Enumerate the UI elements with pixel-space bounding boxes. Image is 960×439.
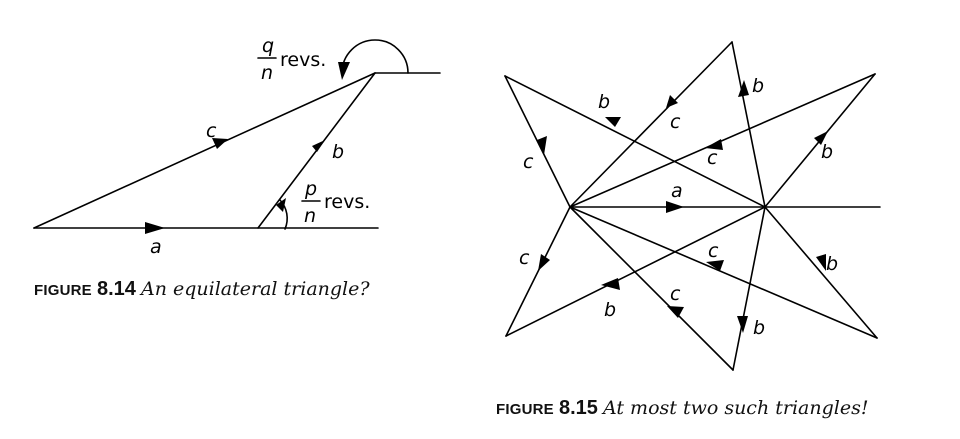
- side-a-arrow: [145, 222, 165, 234]
- star-label-b-5: b: [604, 299, 616, 321]
- star-label-a: a: [671, 180, 683, 202]
- figure-8-14-triangle: a c b q n revs. p n revs.: [33, 35, 441, 258]
- caption-number: 8.15: [558, 397, 598, 419]
- spoke-right-5: [732, 206, 766, 371]
- spoke-right-1: [504, 75, 766, 208]
- side-b-arrow: [312, 140, 325, 152]
- star-label-c-1: c: [670, 111, 681, 133]
- star-label-c-5: c: [708, 240, 719, 262]
- q-numerator: q: [262, 35, 274, 57]
- p-numerator: p: [304, 178, 317, 200]
- caption-number: 8.14: [96, 278, 136, 300]
- spoke-left-4: [505, 206, 571, 337]
- star-label-c-3: c: [523, 151, 534, 173]
- p-angle-arrowhead: [276, 198, 286, 212]
- spoke-right-2: [731, 41, 766, 208]
- label-a: a: [150, 236, 162, 258]
- star-label-b-1: b: [598, 91, 610, 113]
- arrow-b-lower-left: [601, 278, 620, 290]
- figure-8-15-star: b c b c c b a c c b b c b: [504, 41, 881, 371]
- arrow-b-upper-left: [605, 117, 621, 127]
- arrow-c-lower-right: [706, 260, 724, 271]
- arrow-c-lower: [667, 306, 684, 318]
- arrow-c-upper-left: [537, 136, 547, 155]
- arrow-b-top: [738, 80, 749, 97]
- q-angle-arc: [341, 39, 409, 74]
- arrow-b-upper-right: [814, 131, 828, 145]
- caption-text: At most two such triangles!: [603, 397, 869, 419]
- q-denominator: n: [261, 62, 273, 84]
- star-label-c-2: c: [707, 147, 718, 169]
- arrow-b-lower-right: [816, 254, 826, 271]
- spoke-left-3: [569, 73, 876, 208]
- label-b: b: [332, 141, 344, 163]
- arrow-b-bottom: [737, 316, 748, 333]
- caption-figure-8-14: FIGURE 8.14 An equilateral triangle?: [34, 278, 370, 301]
- p-denominator: n: [304, 205, 316, 227]
- caption-label: FIGURE: [34, 282, 92, 299]
- arrow-c-lower-left: [538, 254, 550, 271]
- arrow-c-upper-right: [705, 139, 723, 150]
- caption-text: An equilateral triangle?: [141, 278, 370, 300]
- side-c-arrow: [212, 138, 228, 149]
- star-label-b-4: b: [826, 253, 838, 275]
- star-label-b-2: b: [752, 75, 764, 97]
- spoke-left-5: [569, 206, 734, 371]
- spoke-right-6: [764, 206, 878, 339]
- spoke-left-2: [569, 41, 733, 208]
- spoke-left-6: [569, 206, 878, 339]
- spoke-left-1: [504, 75, 571, 208]
- q-unit: revs.: [280, 49, 326, 71]
- arrow-c-upper: [666, 95, 678, 108]
- label-c: c: [206, 120, 217, 142]
- arrow-a: [666, 201, 684, 213]
- p-unit: revs.: [324, 191, 370, 213]
- star-label-c-4: c: [519, 247, 530, 269]
- spoke-right-4: [505, 206, 766, 337]
- caption-label: FIGURE: [496, 401, 554, 418]
- caption-figure-8-15: FIGURE 8.15 At most two such triangles!: [496, 397, 868, 420]
- side-c-line: [33, 72, 376, 229]
- star-label-c-6: c: [670, 283, 681, 305]
- star-label-b-6: b: [753, 317, 765, 339]
- q-angle-arrowhead: [338, 62, 350, 80]
- star-label-b-3: b: [821, 141, 833, 163]
